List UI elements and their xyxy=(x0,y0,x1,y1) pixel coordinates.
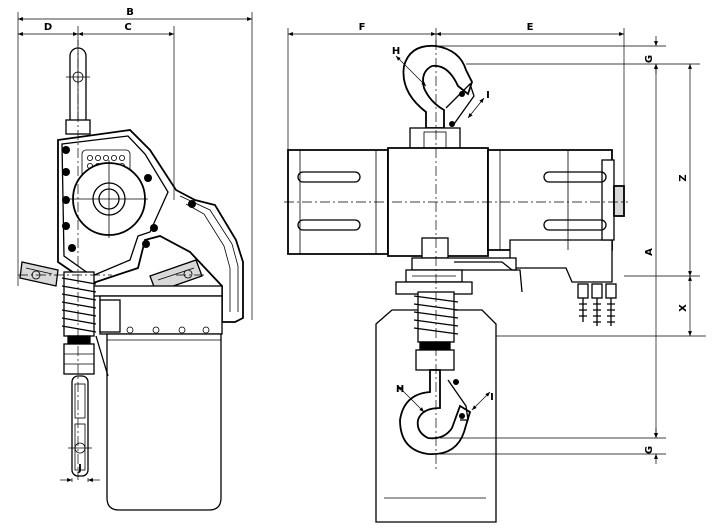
dim-label-j: J xyxy=(77,463,82,474)
front-chain-guide xyxy=(395,237,523,295)
dim-label-b: B xyxy=(126,7,134,18)
dim-label-h-top: H xyxy=(392,46,400,57)
side-lower-housing xyxy=(61,271,223,511)
dim-label-g-top: G xyxy=(644,55,655,63)
side-bottom-hook xyxy=(68,375,92,477)
dim-label-a: A xyxy=(644,248,655,256)
front-bottom-hook xyxy=(399,369,472,455)
dim-label-i-bottom: I xyxy=(490,392,494,403)
side-dimensions: B D C J xyxy=(17,7,253,482)
dim-label-g-bottom: G xyxy=(644,446,655,454)
side-view xyxy=(18,40,244,511)
dim-label-f: F xyxy=(359,22,366,33)
side-spring xyxy=(61,271,97,337)
side-control-handles xyxy=(19,259,203,293)
dim-label-x: X xyxy=(678,304,689,312)
side-top-hook xyxy=(65,47,91,135)
front-view xyxy=(284,40,628,523)
dim-label-d: D xyxy=(44,22,52,33)
dim-label-h-bottom: H xyxy=(396,384,404,395)
front-dimensions: F E G A G Z X H I H I xyxy=(287,22,706,464)
dim-label-c: C xyxy=(124,22,131,33)
front-top-hook xyxy=(402,44,475,163)
front-motor-body xyxy=(284,147,628,283)
dim-label-i-top: I xyxy=(486,90,490,101)
dim-label-z: Z xyxy=(678,174,689,181)
front-fittings xyxy=(577,283,617,326)
side-body xyxy=(57,129,244,323)
dim-label-e: E xyxy=(527,22,534,33)
